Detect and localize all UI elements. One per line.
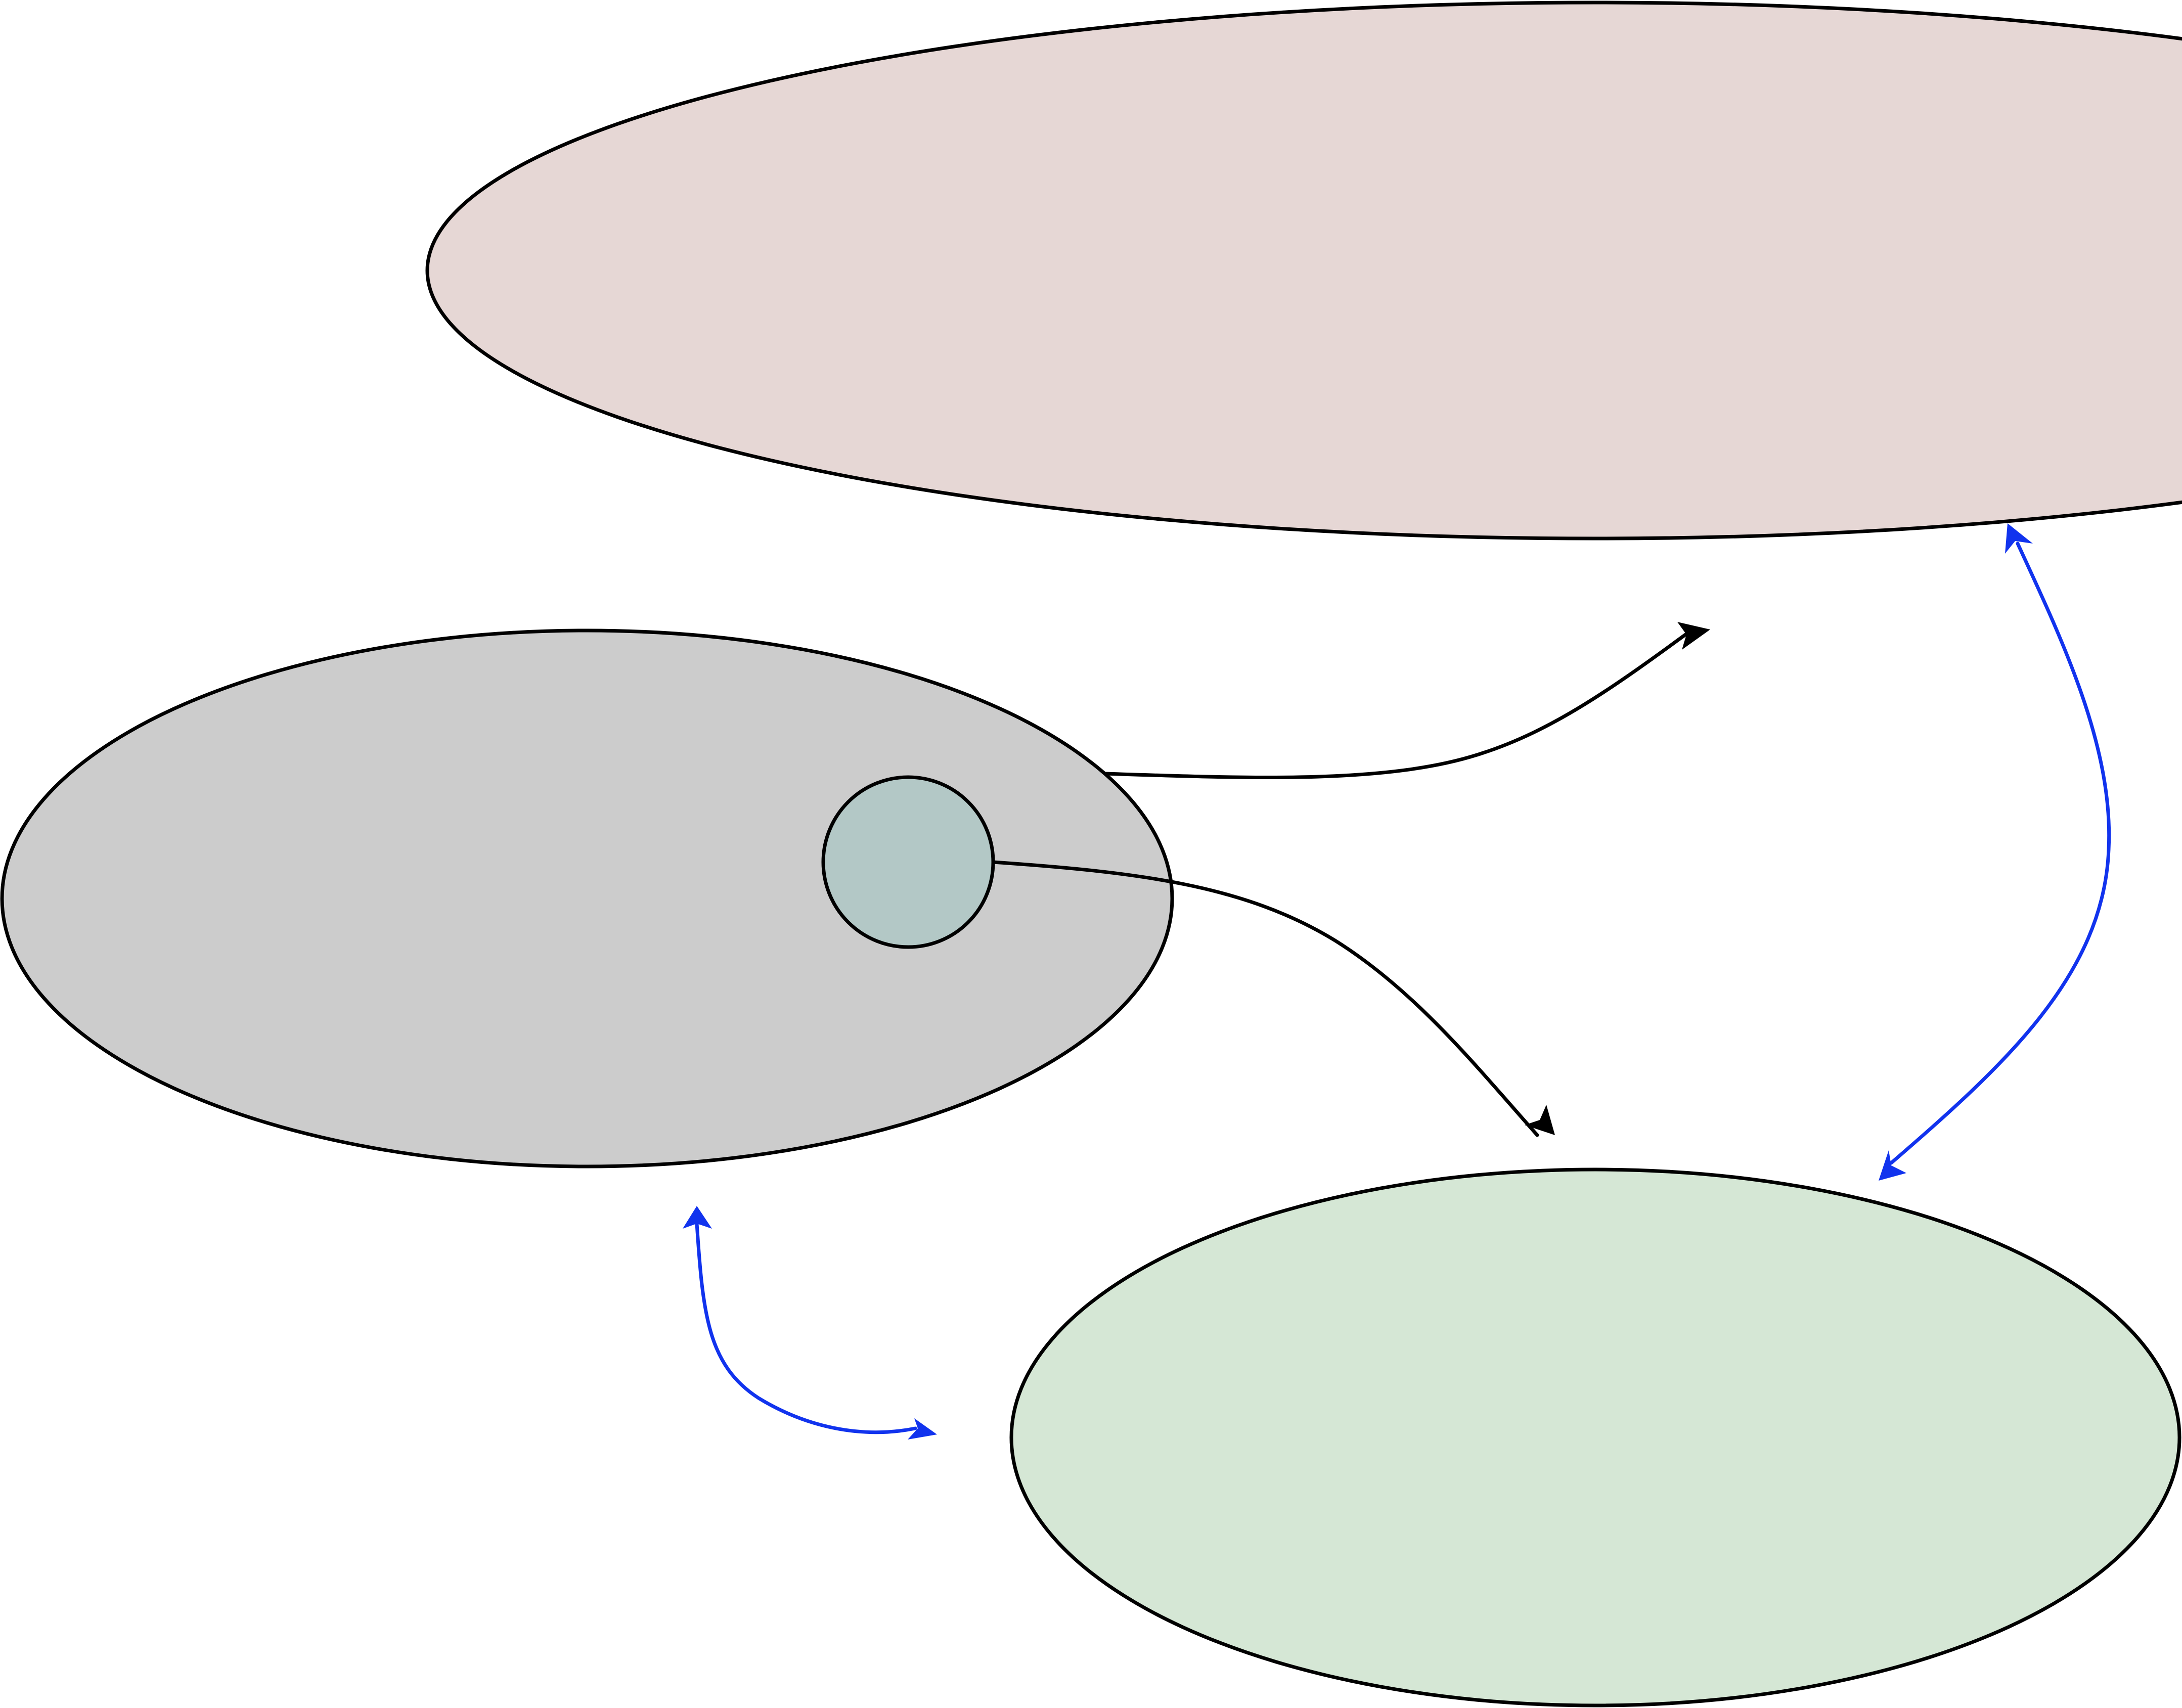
edge-left-bottom <box>695 1222 917 1434</box>
arrowhead-left-bottom-lower <box>908 1418 937 1440</box>
left-set-ellipse <box>0 628 1174 1168</box>
arrowhead-bottom-right <box>1525 1105 1555 1135</box>
arrowhead-top-right <box>1677 622 1710 650</box>
edge-inner-to-bottom <box>991 860 1539 1137</box>
edge-left-to-top <box>1103 630 1691 780</box>
inner-element-circle <box>821 775 995 949</box>
top-right-set-ellipse <box>426 1 2182 541</box>
arrowhead-top-bottom-lower <box>1879 1150 1906 1181</box>
arrowhead-left-bottom-upper <box>683 1206 712 1229</box>
bottom-right-set-ellipse <box>1009 1167 2181 1707</box>
edge-top-bottom <box>1889 542 2111 1165</box>
arrowhead-top-bottom-upper <box>2005 523 2033 554</box>
